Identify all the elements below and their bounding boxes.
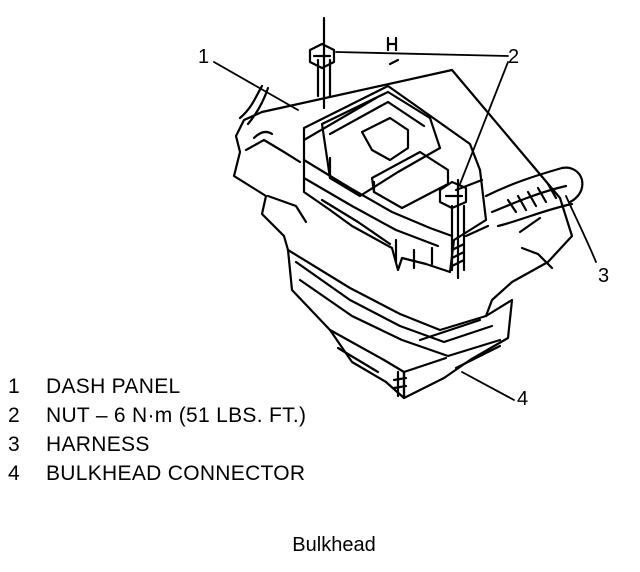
figure-caption: Bulkhead [292, 534, 376, 556]
legend-number: 1 [8, 375, 20, 398]
legend-number: 2 [8, 404, 20, 427]
mounting-marks [386, 36, 400, 66]
legend-item-harness: 3 HARNESS [8, 430, 448, 459]
legend-text: NUT – 6 N·m (51 LBS. FT.) [46, 404, 307, 427]
bulkhead-connector-body [302, 84, 490, 274]
callout-1: 1 [198, 46, 209, 68]
legend-item-bulkhead-connector: 4 BULKHEAD CONNECTOR [8, 459, 448, 488]
callout-3: 3 [598, 265, 609, 287]
legend-text: DASH PANEL [46, 375, 181, 398]
callout-4: 4 [517, 388, 528, 410]
harness [484, 166, 584, 234]
legend-item-dash-panel: 1 DASH PANEL [8, 372, 448, 401]
legend-number: 3 [8, 433, 20, 456]
legend-number: 4 [8, 462, 20, 485]
legend-text: HARNESS [46, 433, 150, 456]
dash-panel [232, 68, 574, 318]
legend: 1 DASH PANEL 2 NUT – 6 N·m (51 LBS. FT.)… [8, 372, 448, 488]
legend-item-nut: 2 NUT – 6 N·m (51 LBS. FT.) [8, 401, 448, 430]
nut-and-stud [308, 16, 468, 398]
leader-lines [213, 51, 597, 401]
callout-2: 2 [508, 46, 519, 68]
legend-text: BULKHEAD CONNECTOR [46, 462, 306, 485]
